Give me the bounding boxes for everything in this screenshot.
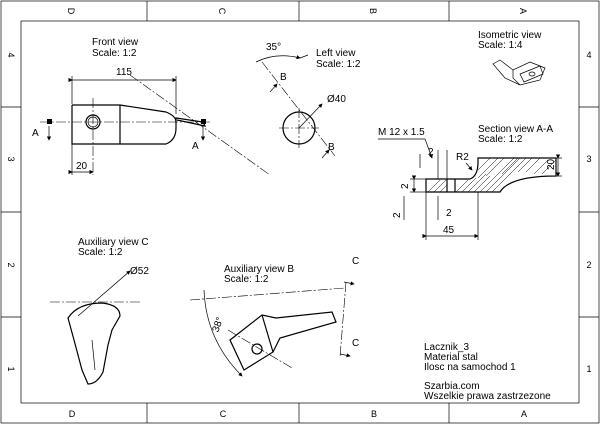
auxiliary-view-b: Auxiliary view B Scale: 1:2 38° C C: [189, 256, 359, 377]
zone-left-2: 2: [6, 262, 16, 267]
section-dim-2-left-lower: 2: [392, 212, 403, 218]
aux-b-title: Auxiliary view B: [224, 264, 294, 275]
zone-left-4: 4: [6, 52, 16, 57]
aux-c-diameter: Ø52: [130, 266, 149, 277]
front-view-title: Front view: [92, 37, 139, 48]
zone-right-3: 3: [586, 154, 591, 164]
front-view-scale: Scale: 1:2: [92, 48, 137, 59]
left-view-title: Left view: [316, 48, 356, 59]
section-thread-label: M 12 x 1.5: [378, 127, 425, 138]
zone-bottom-d: D: [69, 409, 76, 419]
isometric-view-title: Isometric view: [478, 30, 542, 41]
zone-bottom-b: B: [371, 409, 377, 419]
title-block: Lacznik_3 Material stal Ilosc na samocho…: [424, 342, 551, 402]
section-dim-45: 45: [443, 225, 455, 236]
zone-right-4: 4: [586, 50, 591, 60]
title-company: Szarbia.com: [424, 381, 480, 392]
section-hatching: [427, 157, 557, 193]
section-dim-2-bottom: 2: [446, 208, 452, 219]
section-dim-20: 20: [546, 158, 557, 170]
left-view-angle: 35°: [266, 42, 281, 53]
zone-top-a: A: [518, 8, 528, 14]
zone-bottom-a: A: [521, 409, 527, 419]
title-rights: Wszelkie prawa zastrzezone: [424, 391, 551, 402]
section-view-scale: Scale: 1:2: [478, 134, 523, 145]
aux-b-scale: Scale: 1:2: [224, 274, 269, 285]
aux-b-angle: 38°: [211, 316, 227, 334]
title-quantity: Ilosc na samochod 1: [424, 362, 516, 373]
front-dim-115: 115: [116, 67, 132, 78]
aux-b-view-mark-c-top: C: [352, 256, 359, 267]
front-section-mark-a-right: A: [192, 141, 199, 152]
left-view: Left view Scale: 1:2 Ø40 35° B B: [255, 42, 361, 159]
section-dim-2-top: 2: [428, 147, 434, 158]
section-view-a-a: Section view A-A Scale: 1:2 M 12 x 1.5: [378, 124, 562, 240]
zone-left-3: 3: [6, 156, 16, 161]
isometric-view: Isometric view Scale: 1:4: [478, 30, 546, 86]
title-part-name: Lacznik_3: [424, 342, 469, 353]
left-view-scale: Scale: 1:2: [316, 59, 361, 70]
zone-top-d: D: [66, 8, 76, 15]
isometric-view-scale: Scale: 1:4: [478, 40, 523, 51]
title-material: Material stal: [424, 352, 478, 363]
zone-top-c: C: [217, 8, 227, 15]
zone-left-1: 1: [6, 366, 16, 371]
zone-bottom-c: C: [220, 409, 227, 419]
auxiliary-view-c: Auxiliary view C Scale: 1:2 Ø52: [50, 237, 149, 385]
zone-right-1: 1: [586, 364, 591, 374]
left-view-diameter: Ø40: [327, 94, 346, 105]
section-radius: R2: [456, 152, 469, 163]
aux-c-title: Auxiliary view C: [78, 237, 149, 248]
front-dim-20: 20: [76, 161, 88, 172]
section-dim-2-left-upper: 2: [400, 183, 411, 189]
front-view: Front view Scale: 1:2 115 20 A A: [32, 37, 271, 176]
left-section-mark-b-bottom: B: [328, 142, 335, 153]
zone-right-2: 2: [586, 260, 591, 270]
zone-top-b: B: [368, 8, 378, 14]
aux-c-scale: Scale: 1:2: [78, 247, 123, 258]
left-section-mark-b-top: B: [280, 72, 287, 83]
front-section-mark-a-left: A: [32, 128, 39, 139]
aux-b-view-mark-c-bottom: C: [352, 338, 359, 349]
section-view-title: Section view A-A: [478, 124, 553, 135]
